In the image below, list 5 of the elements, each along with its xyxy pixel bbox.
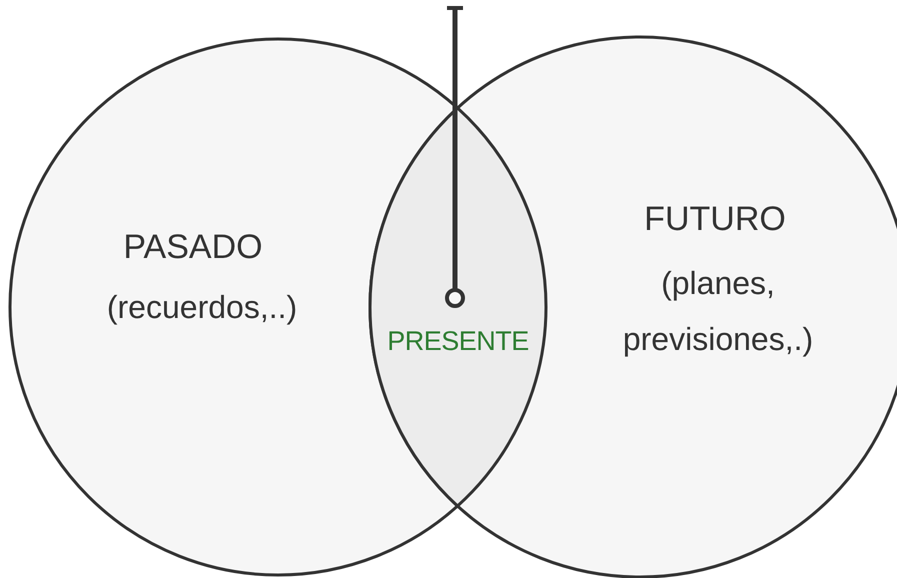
circle-label: (recuerdos,..) <box>106 288 298 326</box>
circle-label: FUTURO <box>644 200 786 239</box>
circle-label: PRESENTE <box>387 326 529 357</box>
circle-label: (planes, previsiones,.) <box>622 264 814 359</box>
circle-label: PASADO <box>123 228 263 267</box>
